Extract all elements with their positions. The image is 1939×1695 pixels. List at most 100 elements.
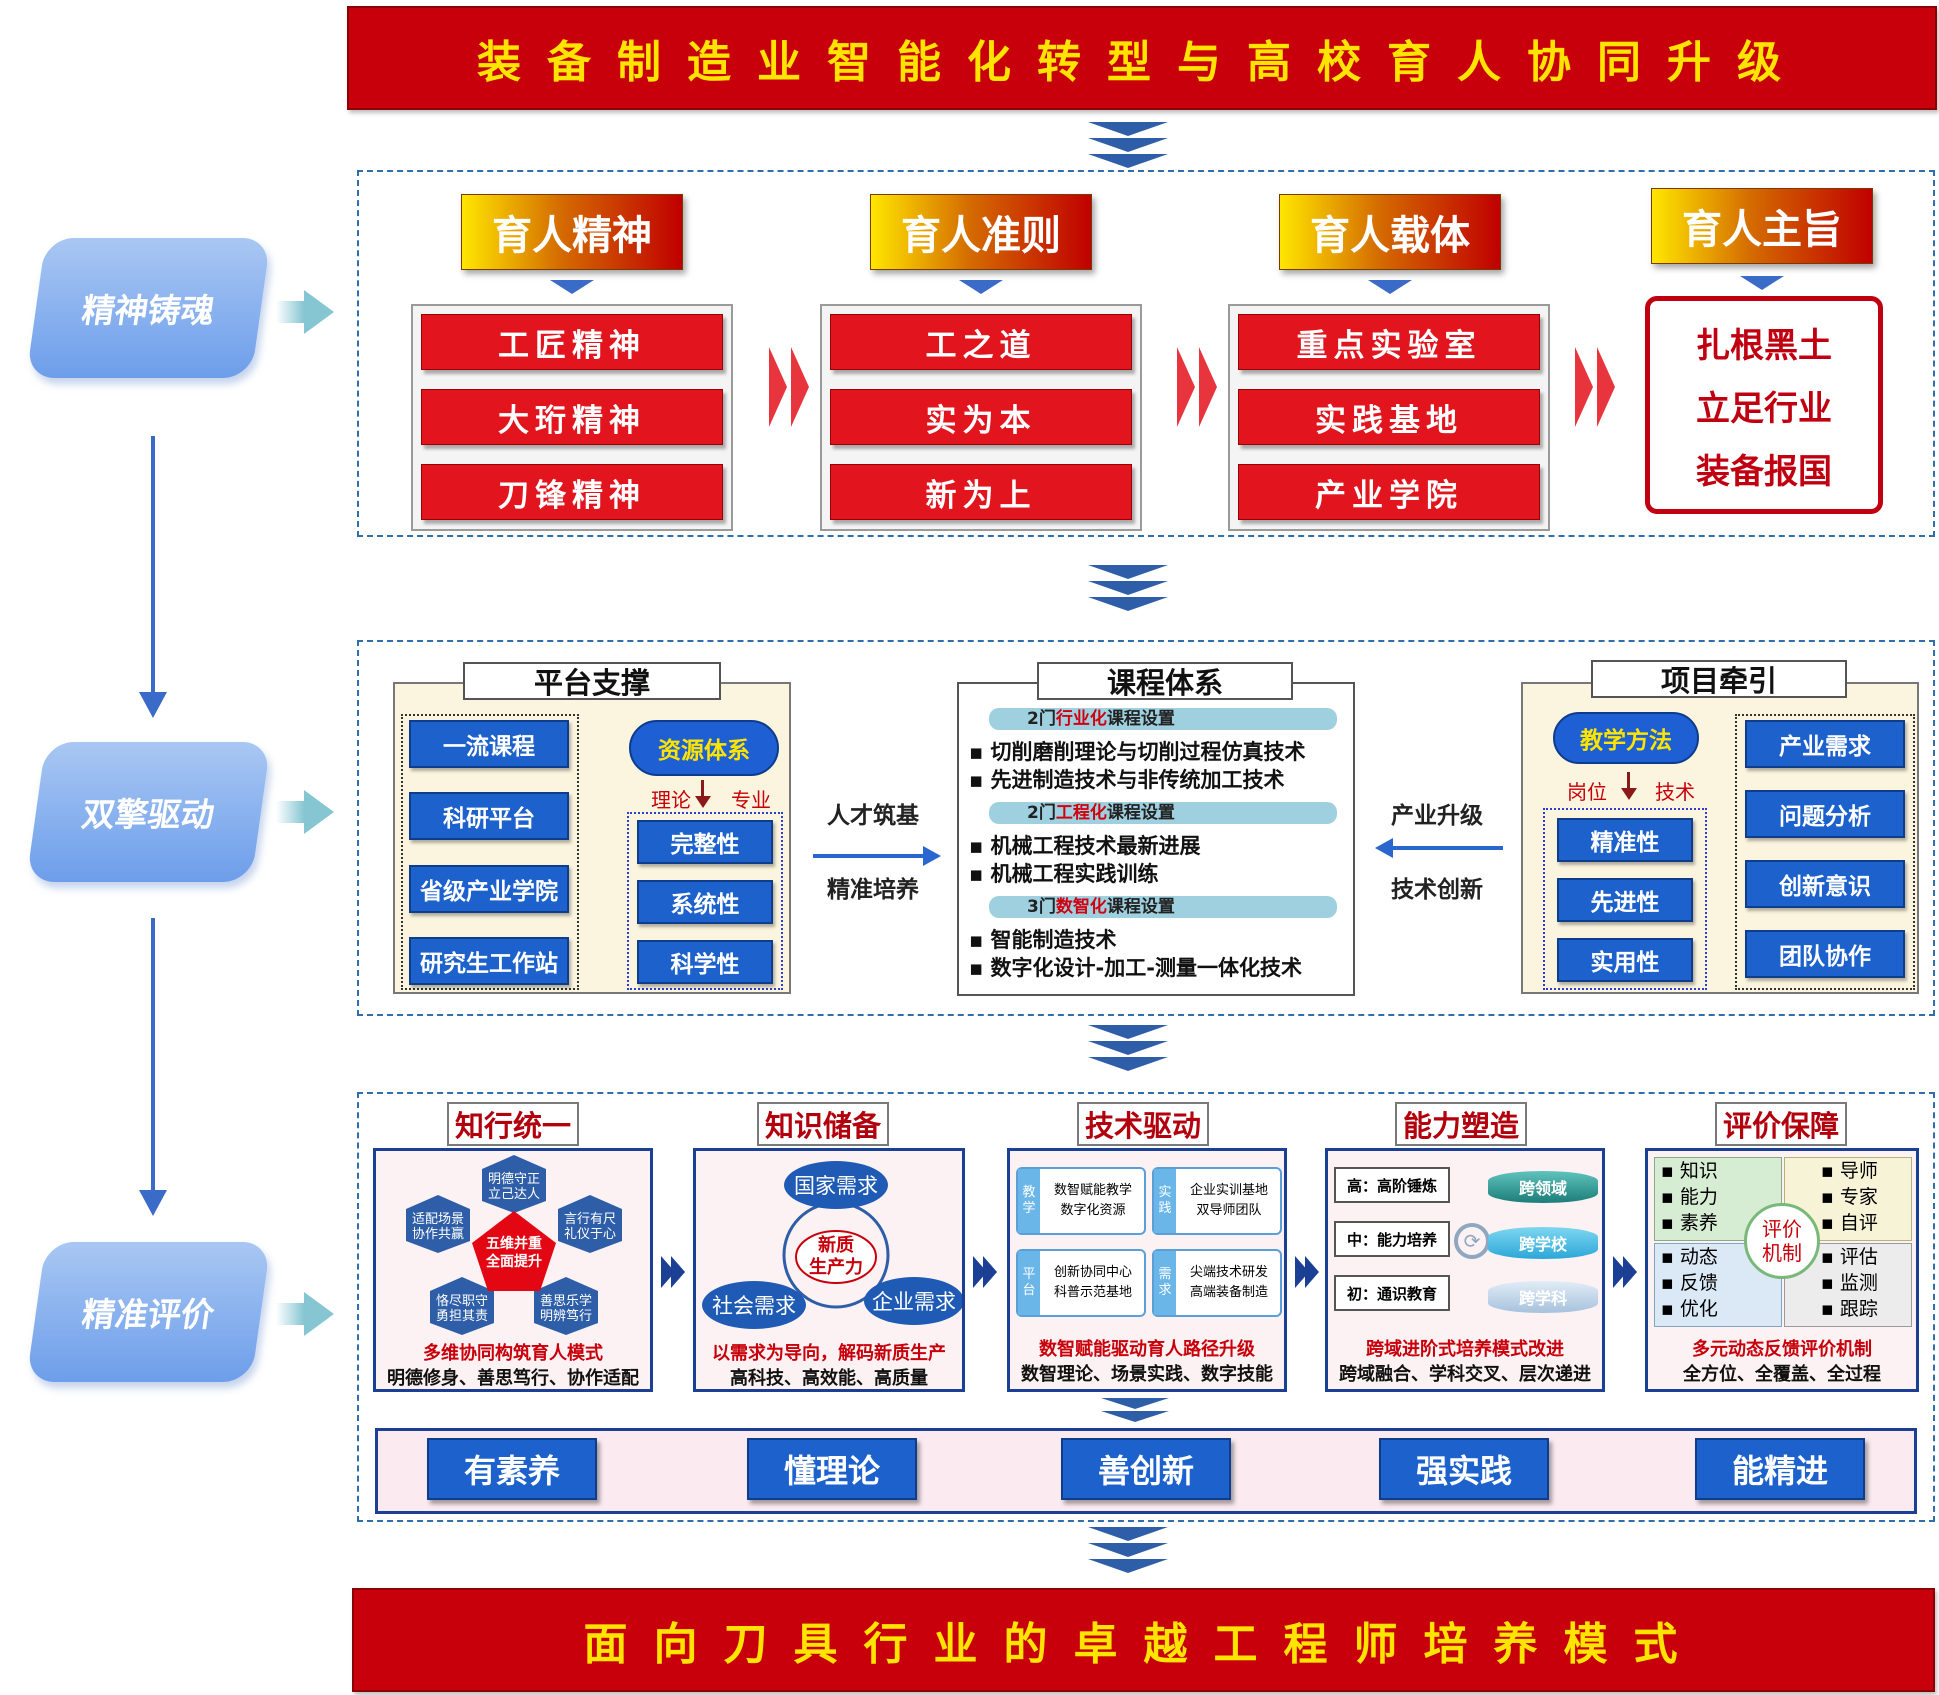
eval-item: ▪ 评估 (1821, 1246, 1878, 1268)
arrow-label-top: 产业升级 (1391, 803, 1483, 829)
arrow-down-icon (695, 796, 711, 808)
course-item: ▪ 数字化设计-加工-测量一体化技术 (969, 956, 1302, 980)
column-title: 育人载体 (1279, 194, 1501, 270)
cycle-icon: ⟳ (1454, 1223, 1490, 1259)
arrow-right-icon (276, 790, 334, 834)
course-item: ▪ 机械工程技术最新进展 (969, 834, 1201, 858)
arrow-down-icon (1627, 772, 1630, 790)
quad-title: 能力塑造 (1395, 1102, 1527, 1146)
column-box: 工匠精神 大珩精神 刀锋精神 (411, 304, 733, 531)
method-prop: 先进性 (1557, 878, 1693, 922)
arrow-down-icon (138, 918, 168, 1216)
demand-national: 国家需求 (794, 1174, 878, 1198)
column-box: 工之道 实为本 新为上 (820, 304, 1142, 531)
course-group-suffix: 课程设置 (1106, 897, 1175, 917)
project-item: 创新意识 (1745, 860, 1905, 908)
chevron-right-icon (1623, 1256, 1637, 1288)
eval-item: ▪ 导师 (1821, 1160, 1878, 1182)
tech-cell-lines: 企业实训基地双导师团队 (1189, 1183, 1268, 1218)
method-bubble: 教学方法 (1553, 712, 1699, 764)
eval-item: ▪ 监测 (1821, 1272, 1878, 1294)
top-banner: 装备制造业智能化转型与高校育人协同升级 (347, 6, 1937, 110)
tech-cell: 平台 创新协同中心科普示范基地 (1016, 1249, 1146, 1317)
pentagon-center: 五维并重全面提升 (486, 1236, 542, 1270)
platform-item: 研究生工作站 (409, 937, 569, 985)
project-item: 团队协作 (1745, 930, 1905, 978)
arrow-right-icon (276, 1292, 334, 1336)
step-spirit: 精神铸魂 (26, 238, 271, 378)
petal-label: 明德守正立己达人 (487, 1172, 540, 1202)
resource-prop: 完整性 (637, 820, 773, 864)
column-title: 育人主旨 (1651, 188, 1873, 264)
eval-item: ▪ 反馈 (1661, 1272, 1718, 1294)
quad-caption: 多元动态反馈评价机制全方位、全覆盖、全过程 (1683, 1339, 1881, 1385)
course-item: ▪ 智能制造技术 (969, 928, 1117, 952)
arrow-left-icon (1375, 838, 1503, 858)
mission-item: 立足行业 (1696, 388, 1832, 429)
chevron-right-icon (1177, 347, 1217, 427)
step-dual-drive: 双擎驱动 (26, 742, 271, 882)
petal-label: 言行有尺礼仪于心 (563, 1212, 616, 1242)
mission-item: 扎根黑土 (1696, 325, 1832, 366)
course-group-prefix: 3门 (1027, 897, 1056, 917)
split-label-right: 技术 (1655, 780, 1695, 804)
project-item: 产业需求 (1745, 720, 1905, 768)
section-spirit: 育人精神 工匠精神 大珩精神 刀锋精神 育人准则 工之道 实为本 新为上 育人载… (357, 170, 1935, 537)
resource-prop: 科学性 (637, 940, 773, 984)
chevron-down-icon (1101, 1398, 1169, 1422)
column-box: 重点实验室 实践基地 产业学院 (1228, 304, 1550, 531)
split-label-left: 岗位 (1567, 780, 1607, 804)
eval-item: ▪ 优化 (1661, 1298, 1718, 1320)
quad-title: 评价保障 (1715, 1102, 1847, 1146)
outcome-item: 有素养 (427, 1438, 597, 1500)
scope-tag: 跨领域 (1488, 1171, 1598, 1203)
petal-label: 恪尽职守勇担其责 (435, 1294, 488, 1324)
column-item: 重点实验室 (1238, 314, 1540, 370)
quad-box: 高：高阶锤炼 中：能力培养 初：通识教育 ⟳ 跨领域 跨学校 跨学科 跨域进阶式… (1325, 1148, 1605, 1392)
arrow-label-bottom: 精准培养 (827, 877, 919, 903)
demand-enterprise: 企业需求 (872, 1290, 956, 1314)
column-item: 新为上 (830, 464, 1132, 520)
chevron-right-icon (1575, 347, 1615, 427)
tech-cell: 需求 尖端技术研发高端装备制造 (1152, 1249, 1282, 1317)
course-group-key: 工程化 (1055, 803, 1107, 823)
course-title: 课程体系 (1037, 662, 1293, 700)
outcome-item: 懂理论 (747, 1438, 917, 1500)
course-panel: 2门行业化课程设置 ▪ 切削磨削理论与切削过程仿真技术 ▪ 先进制造技术与非传统… (957, 682, 1355, 996)
course-group-prefix: 2门 (1027, 803, 1056, 823)
arrow-label-top: 人才筑基 (827, 803, 919, 829)
eval-item: ▪ 自评 (1821, 1212, 1878, 1234)
course-item: ▪ 机械工程实践训练 (969, 862, 1159, 886)
section-evaluation: 知行统一 明德守正立己达人 言行有尺礼仪于心 善思乐学明辨笃行 恪尽职守勇担其责… (357, 1092, 1935, 1522)
quad-caption: 以需求为导向，解码新质生产高科技、高效能、高质量 (712, 1343, 946, 1389)
arrow-down-icon (701, 780, 704, 798)
quad-box: 明德守正立己达人 言行有尺礼仪于心 善思乐学明辨笃行 恪尽职守勇担其责 适配场景… (373, 1148, 653, 1392)
level-label: 高：高阶锤炼 (1334, 1167, 1450, 1203)
arrow-down-icon (1621, 788, 1637, 800)
pentagon-diagram (406, 1155, 622, 1335)
split-label-left: 理论 (651, 788, 691, 812)
level-label: 中：能力培养 (1334, 1221, 1450, 1257)
eval-quadrant: ▪ 导师 ▪ 专家 ▪ 自评 (1784, 1157, 1912, 1241)
new-productivity: 新质生产力 (809, 1235, 863, 1278)
chevron-down-icon (1088, 565, 1168, 611)
quad-caption: 跨域进阶式培养模式改进跨域融合、学科交叉、层次递进 (1339, 1339, 1591, 1385)
chevron-down-icon (1088, 1527, 1168, 1573)
triangle-down-icon (1740, 276, 1784, 290)
column-title: 育人精神 (461, 194, 683, 270)
course-item: ▪ 切削磨削理论与切削过程仿真技术 (969, 740, 1306, 764)
course-group-suffix: 课程设置 (1106, 803, 1175, 823)
quad-title: 技术驱动 (1077, 1102, 1209, 1146)
course-group-key: 数智化 (1055, 897, 1107, 917)
course-group-suffix: 课程设置 (1106, 709, 1175, 729)
chevron-down-icon (1088, 1025, 1168, 1071)
column-item: 刀锋精神 (421, 464, 723, 520)
tech-cell-lines: 数智赋能教学数字化资源 (1053, 1183, 1132, 1218)
tech-cell-lines: 创新协同中心科普示范基地 (1053, 1265, 1132, 1300)
outcome-item: 能精进 (1695, 1438, 1865, 1500)
tech-cell-tag: 平台 (1018, 1251, 1040, 1315)
tech-cell-tag: 实践 (1154, 1169, 1176, 1233)
method-props (1543, 808, 1707, 990)
step-evaluation: 精准评价 (26, 1242, 271, 1382)
arrow-right-icon (276, 290, 334, 334)
